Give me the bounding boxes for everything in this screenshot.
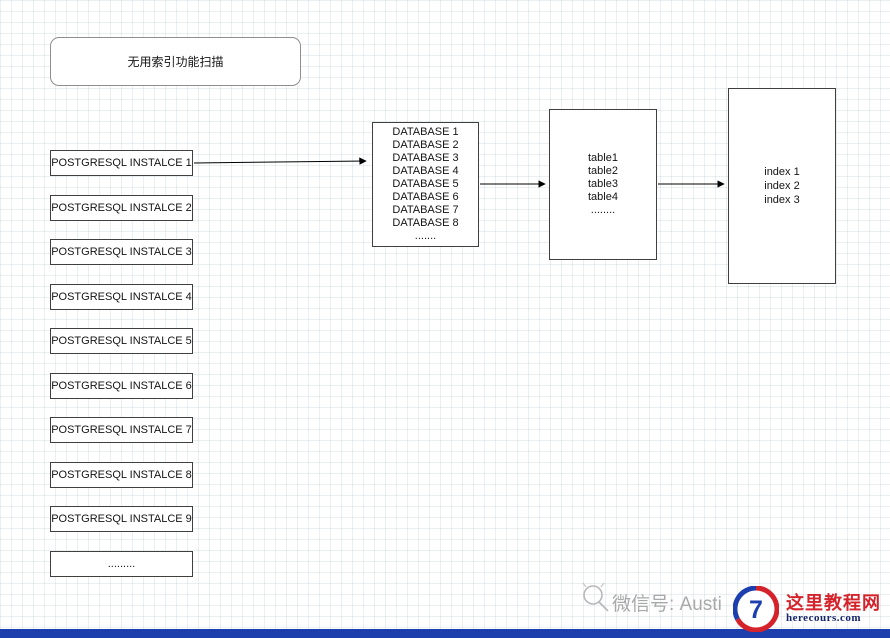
site-logo: 7 这里教程网 herecours.com xyxy=(733,586,881,632)
database-item: DATABASE 4 xyxy=(392,165,459,177)
postgres-instance-box-more: ......... xyxy=(50,551,193,577)
database-item: DATABASE 3 xyxy=(392,152,459,164)
database-list-box: DATABASE 1 DATABASE 2 DATABASE 3 DATABAS… xyxy=(372,122,479,247)
database-item: DATABASE 7 xyxy=(392,204,459,216)
postgres-instance-box-2: POSTGRESQL INSTALCE 2 xyxy=(50,195,193,221)
postgres-instance-box-4: POSTGRESQL INSTALCE 4 xyxy=(50,284,193,310)
table-item: table2 xyxy=(588,165,618,177)
database-item: DATABASE 6 xyxy=(392,191,459,203)
postgres-instance-box-9: POSTGRESQL INSTALCE 9 xyxy=(50,506,193,532)
postgres-instance-box-3: POSTGRESQL INSTALCE 3 xyxy=(50,239,193,265)
postgres-instance-label: POSTGRESQL INSTALCE 6 xyxy=(51,380,192,392)
table-item: table4 xyxy=(588,191,618,203)
title-box: 无用索引功能扫描 xyxy=(50,37,301,86)
postgres-instance-label: POSTGRESQL INSTALCE 3 xyxy=(51,246,192,258)
postgres-instance-box-1: POSTGRESQL INSTALCE 1 xyxy=(50,150,193,176)
database-item: DATABASE 8 xyxy=(392,217,459,229)
postgres-instance-box-6: POSTGRESQL INSTALCE 6 xyxy=(50,373,193,399)
arrow-instance-to-database xyxy=(193,157,367,165)
index-list-box: index 1 index 2 index 3 xyxy=(728,88,836,284)
postgres-instance-label: POSTGRESQL INSTALCE 2 xyxy=(51,202,192,214)
postgres-instance-label: POSTGRESQL INSTALCE 4 xyxy=(51,291,192,303)
postgres-instance-label: POSTGRESQL INSTALCE 9 xyxy=(51,513,192,525)
site-url: herecours.com xyxy=(786,611,862,624)
database-item: DATABASE 2 xyxy=(392,139,459,151)
index-item: index 1 xyxy=(764,166,800,178)
database-item: DATABASE 1 xyxy=(392,126,459,138)
postgres-instance-label: POSTGRESQL INSTALCE 5 xyxy=(51,335,192,347)
table-item: table3 xyxy=(588,178,618,190)
index-item: index 2 xyxy=(764,180,800,192)
title-box-label: 无用索引功能扫描 xyxy=(127,55,224,69)
postgres-instance-label: ......... xyxy=(107,558,136,570)
postgres-instance-label: POSTGRESQL INSTALCE 7 xyxy=(51,424,192,436)
site-logo-monogram: 7 xyxy=(749,596,763,624)
table-item-ellipsis: ........ xyxy=(590,204,616,216)
postgres-instance-box-5: POSTGRESQL INSTALCE 5 xyxy=(50,328,193,354)
table-item: table1 xyxy=(588,152,618,164)
site-name: 这里教程网 xyxy=(786,592,881,613)
postgres-instance-box-7: POSTGRESQL INSTALCE 7 xyxy=(50,417,193,443)
database-item: DATABASE 5 xyxy=(392,178,459,190)
postgres-instance-label: POSTGRESQL INSTALCE 8 xyxy=(51,469,192,481)
database-item-ellipsis: ....... xyxy=(414,230,437,242)
postgres-instance-box-8: POSTGRESQL INSTALCE 8 xyxy=(50,462,193,488)
index-item: index 3 xyxy=(764,194,800,206)
site-logo-texts: 这里教程网 herecours.com xyxy=(786,592,881,624)
postgres-instance-label: POSTGRESQL INSTALCE 1 xyxy=(51,157,192,169)
table-list-box: table1 table2 table3 table4 ........ xyxy=(549,109,657,260)
site-logo-icon: 7 xyxy=(733,586,779,632)
magnifier-doodle-icon xyxy=(582,582,609,612)
bottom-blue-bar xyxy=(0,629,890,638)
wechat-watermark-text: 微信号: Austi xyxy=(612,594,722,615)
